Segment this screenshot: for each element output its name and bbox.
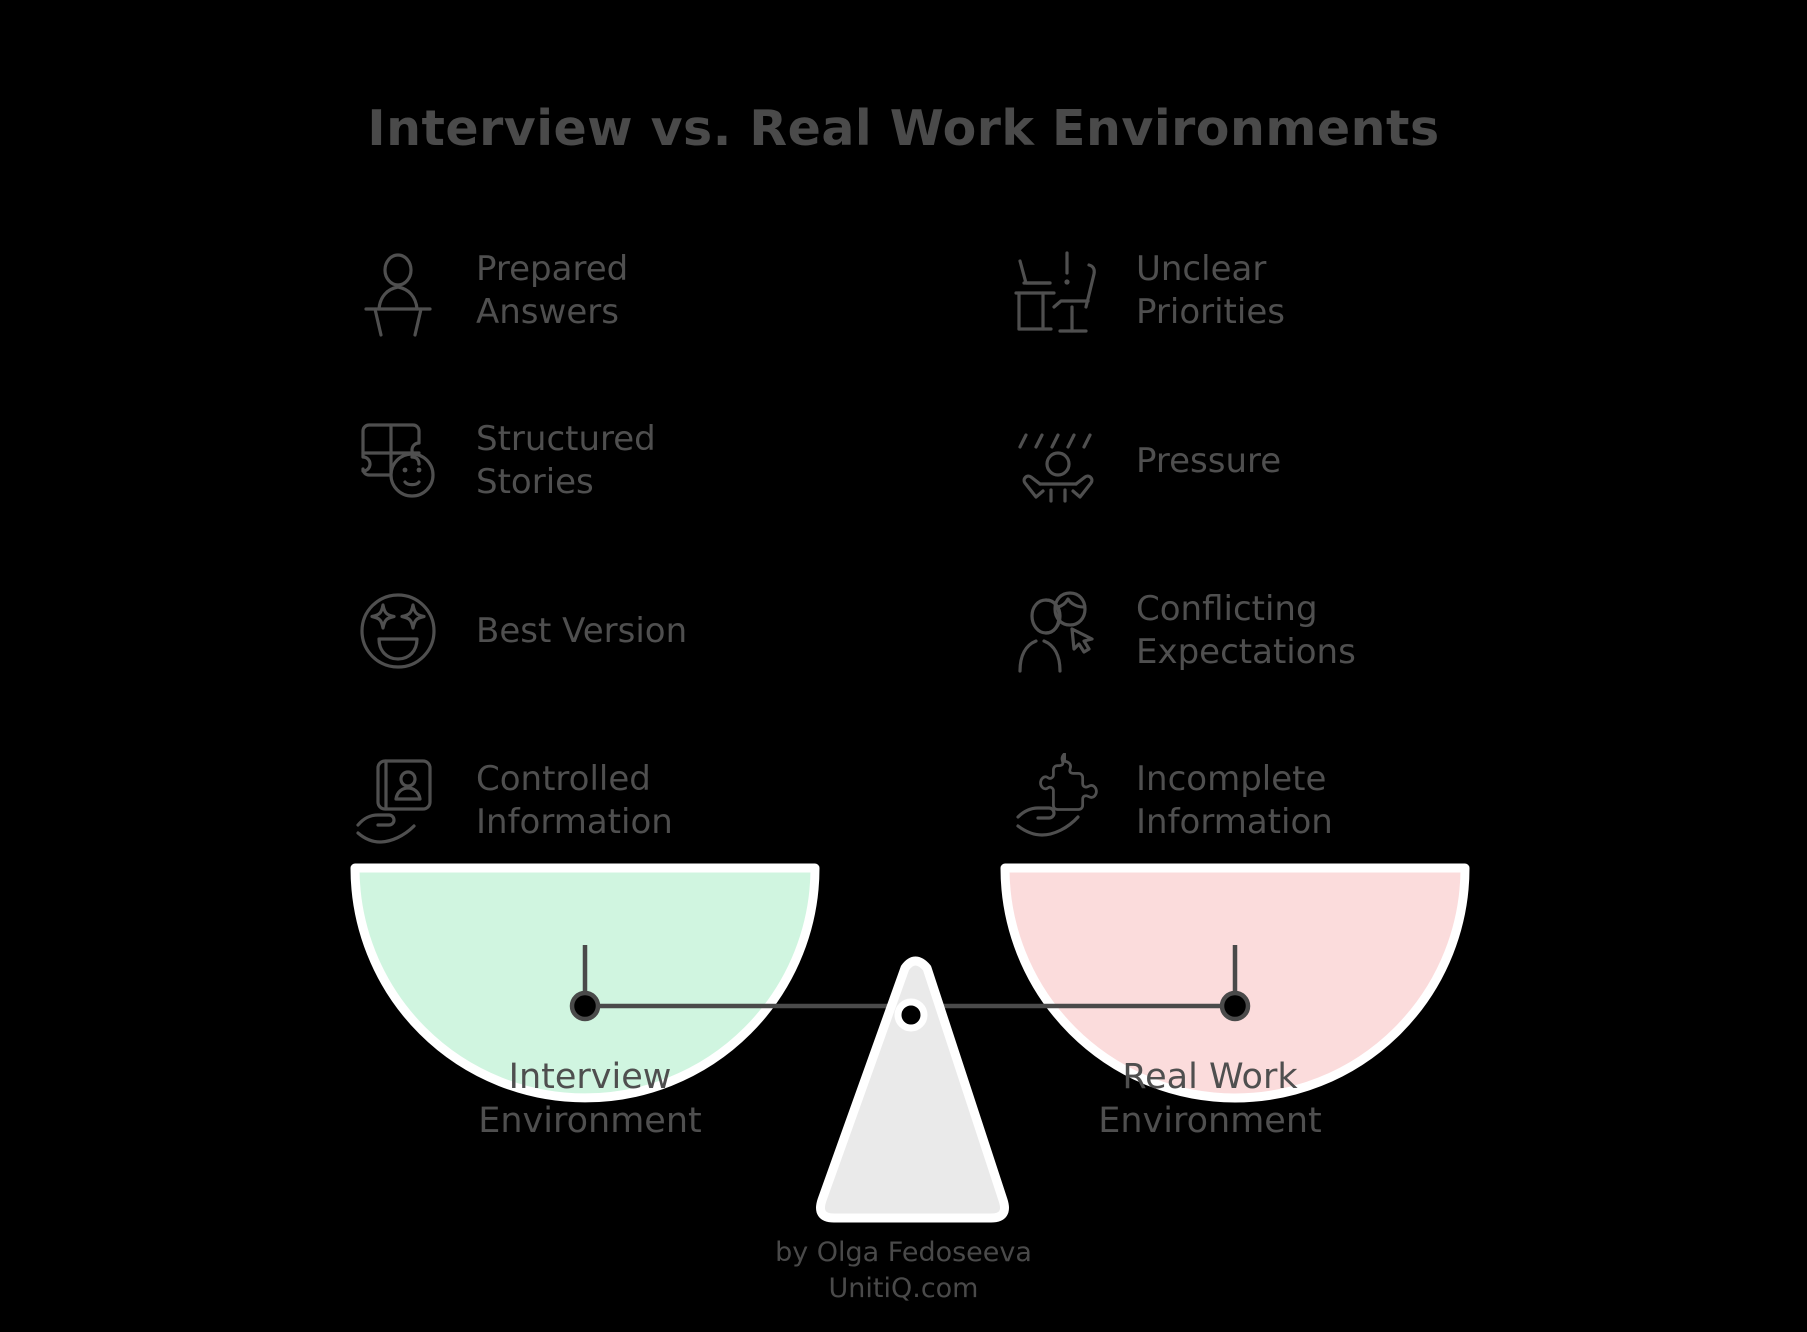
puzzle-piece-smiley-icon: [350, 413, 446, 509]
right-base-label: Real Work Environment: [1098, 1057, 1322, 1142]
page-title: Interview vs. Real Work Environments: [367, 100, 1440, 157]
list-item-label: Best Version: [476, 610, 688, 651]
list-item-label: Incomplete Information: [1136, 759, 1333, 842]
left-column: Prepared Answers Structured Stories: [350, 235, 970, 915]
list-item: Prepared Answers: [350, 235, 970, 347]
list-item-label: Unclear Priorities: [1136, 249, 1285, 332]
list-item: Pressure: [1010, 405, 1630, 517]
hand-holding-id-card-icon: [350, 753, 446, 849]
list-item-label: Conflicting Expectations: [1136, 589, 1356, 672]
hand-holding-puzzle-piece-icon: [1010, 753, 1106, 849]
list-item-label: Structured Stories: [476, 419, 656, 502]
balance-scale: [0, 820, 1807, 1260]
attribution: by Olga Fedoseeva UnitiQ.com: [775, 1237, 1032, 1304]
two-people-cursor-icon: [1010, 583, 1106, 679]
desk-chair-exclamation-icon: [1010, 243, 1106, 339]
fulcrum: [816, 956, 1009, 1223]
fulcrum-pivot-hole: [894, 998, 928, 1032]
list-item: Controlled Information: [350, 745, 970, 857]
list-item: Structured Stories: [350, 405, 970, 517]
list-item-label: Pressure: [1136, 440, 1282, 481]
left-base-label: Interview Environment: [478, 1057, 702, 1142]
person-under-pressure-icon: [1010, 413, 1106, 509]
right-column: Unclear Priorities Pressure: [1010, 235, 1630, 915]
list-item: Conflicting Expectations: [1010, 575, 1630, 687]
list-item-label: Controlled Information: [476, 759, 673, 842]
list-item: Incomplete Information: [1010, 745, 1630, 857]
list-item: Best Version: [350, 575, 970, 687]
person-at-podium-icon: [350, 243, 446, 339]
star-struck-face-icon: [350, 583, 446, 679]
list-item: Unclear Priorities: [1010, 235, 1630, 347]
list-item-label: Prepared Answers: [476, 249, 629, 332]
